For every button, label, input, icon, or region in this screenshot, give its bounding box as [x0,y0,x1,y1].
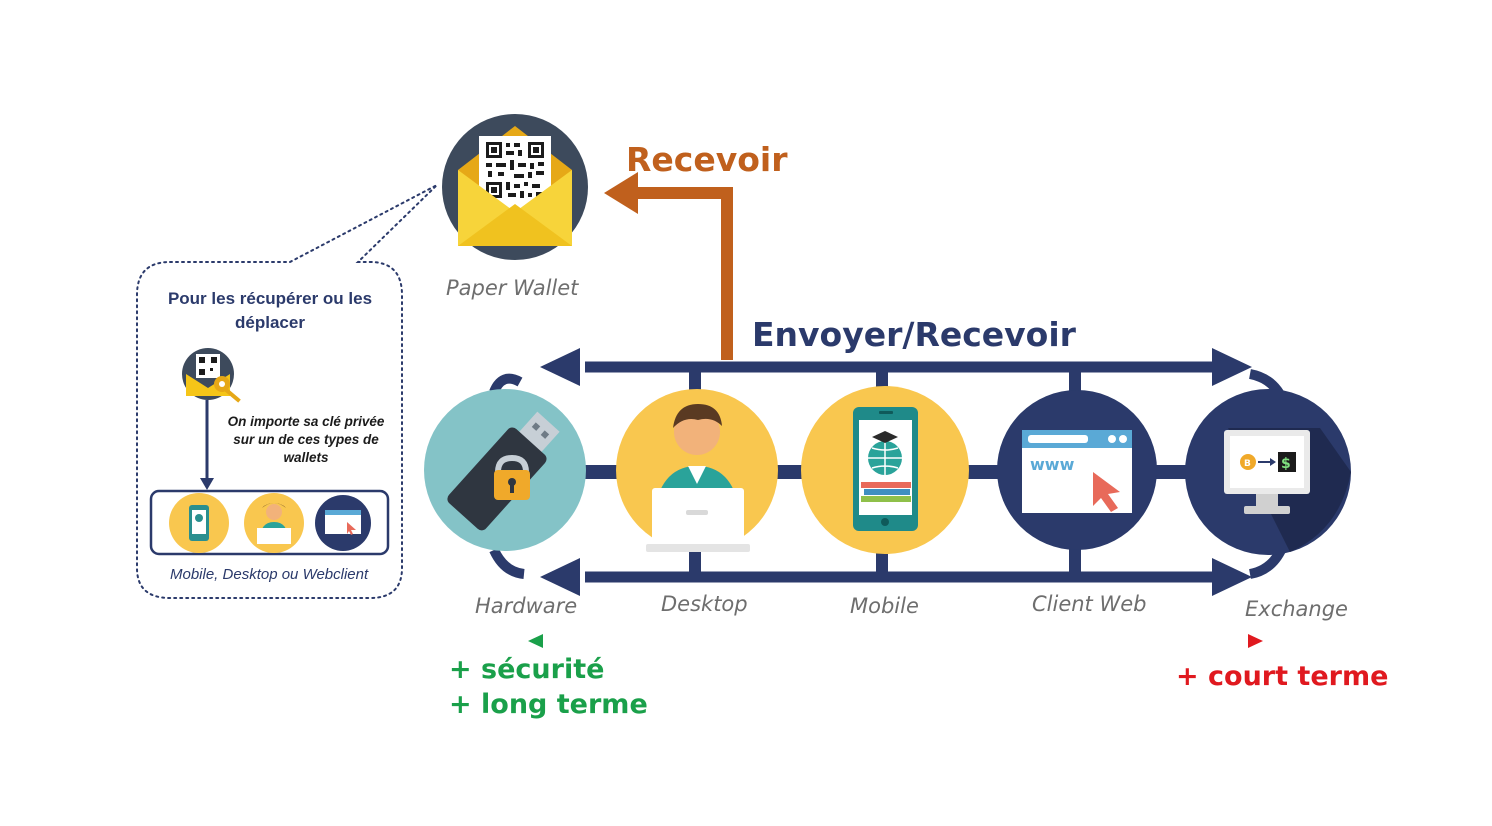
svg-text:www: www [1030,455,1075,474]
wallet-label-client-web: Client Web [1032,592,1147,616]
security-label: + sécurité [449,654,605,685]
mini-desktop-icon [244,493,304,553]
wallet-label-desktop: Desktop [661,592,748,616]
import-note: On importe sa clé privée sur un de ces t… [227,414,385,465]
client-web-wallet-icon: www [997,390,1157,550]
send-receive-label: Envoyer/Recevoir [752,315,1076,354]
svg-text:$: $ [1281,456,1291,472]
mini-wallets-box [149,489,390,556]
bubble-caption: Mobile, Desktop ou Webclient [170,566,369,583]
rail-connectors [689,362,1081,582]
wallet-label-exchange: Exchange [1245,597,1348,621]
import-arrow [200,400,214,490]
circle-connectors [580,465,1192,479]
exchange-wallet-icon: B $ [1185,389,1351,555]
short-term-label: + court terme [1176,661,1389,692]
bubble-title: Pour les récupérer ou les déplacer [167,289,373,332]
wallet-label-hardware: Hardware [475,594,578,618]
receive-label: Recevoir [626,140,788,179]
paper-wallet-label: Paper Wallet [446,276,579,300]
svg-text:B: B [1244,459,1251,469]
security-scale-arrow [528,634,1263,648]
hardware-wallet-icon [424,389,586,551]
mini-mobile-icon [169,493,229,553]
receive-arrow [604,172,733,360]
desktop-wallet-icon [616,389,778,552]
paper-wallet-key-icon [182,348,241,403]
wallet-label-mobile: Mobile [850,594,919,618]
mobile-wallet-icon [801,386,969,554]
import-bubble [136,184,438,599]
mini-webclient-icon [315,495,371,551]
long-term-label: + long terme [449,689,648,720]
paper-wallet-icon [442,114,588,260]
